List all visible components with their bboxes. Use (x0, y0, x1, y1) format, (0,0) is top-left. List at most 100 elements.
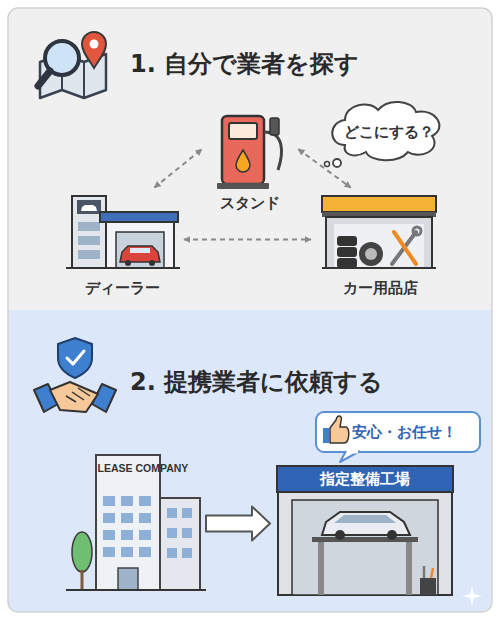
window (182, 548, 192, 558)
node-label: LEASE COMPANY (98, 462, 158, 474)
bottom-panel-ground (8, 310, 492, 612)
office-windows (103, 496, 192, 558)
car-shop-building-part (322, 196, 436, 212)
speech-bubble-part (348, 451, 358, 454)
thought-bubble (325, 102, 440, 167)
service-garage-part (312, 537, 418, 542)
map-search-icon-part (90, 40, 99, 49)
top-panel-ground (8, 8, 492, 310)
speech-bubble-node: 安心・お任せ！ (316, 412, 480, 452)
node-label: カー用品店 (343, 279, 418, 298)
window (121, 547, 133, 557)
node-label: 指定整備工場 (276, 465, 454, 493)
dealer-building-part (100, 212, 178, 222)
gas-pump-part (270, 118, 279, 135)
handshake-shield-icon-part (50, 382, 98, 412)
service-garage-part (335, 530, 345, 540)
dealer-building-part (78, 222, 100, 231)
dashed-arrow (298, 149, 351, 188)
lease-company-building-part (96, 455, 160, 590)
gas-pump-part (236, 150, 250, 172)
window (139, 547, 151, 557)
handshake-shield-icon-part (67, 351, 84, 364)
dealer-building-part (81, 205, 97, 211)
speech-bubble (316, 412, 480, 462)
thought-bubble-part (333, 159, 341, 167)
dealer-building-part (130, 248, 150, 253)
lease-company-building-part (66, 589, 206, 591)
lease-company-building-part (72, 532, 92, 572)
dealer-building-part (66, 267, 180, 269)
dealer-building-part (78, 250, 100, 259)
window (121, 530, 133, 540)
service-garage (278, 491, 452, 595)
handshake-shield-icon-part (58, 338, 92, 378)
dashed-arrow (154, 149, 202, 187)
node-label: 安心・お任せ！ (352, 423, 457, 442)
sparkle (462, 586, 482, 606)
dealer-building-part (116, 232, 164, 268)
speech-bubble-part (323, 428, 329, 443)
thought-bubble-node: どこにする？ (335, 103, 443, 161)
car-shop-building-part (322, 267, 436, 269)
handshake-shield-icon-part (66, 388, 90, 402)
thought-bubble-part (332, 102, 439, 160)
node-label: ディーラー (85, 279, 160, 298)
car-shop-building-part (394, 232, 416, 264)
dealer-building-part (125, 260, 131, 266)
service-garage-part (420, 578, 436, 595)
dealer-building-part (72, 196, 106, 268)
lease-company-node: LEASE COMPANY (65, 455, 200, 592)
section-title: 2. 提携業者に依頼する (130, 366, 383, 398)
gas-pump-part (229, 123, 257, 139)
window (139, 530, 151, 540)
gas-pump-part (222, 116, 264, 184)
speech-bubble-part (340, 451, 360, 462)
dealer-building-part (120, 246, 160, 262)
car-shop-building-part (359, 242, 383, 266)
service-garage-part (292, 500, 438, 595)
car-shop-building-part (337, 236, 357, 246)
car-shop-building (322, 196, 436, 268)
garage-node: 指定整備工場 (276, 465, 454, 595)
car-shop-node: カー用品店 (315, 190, 445, 300)
dealer-building (66, 196, 180, 268)
lease-company-building-part (118, 568, 138, 590)
window (139, 513, 151, 523)
service-garage-part (431, 568, 433, 578)
map-search-icon-part (82, 32, 106, 68)
map-search-icon-part (38, 71, 50, 86)
speech-bubble-part (316, 412, 480, 452)
window (103, 530, 115, 540)
car-shop-building-part (337, 258, 357, 268)
lease-company-building-part (81, 570, 84, 590)
section-panel: 1. 自分で業者を探すスタンド どこにする？ ディーラー カー用品店 (8, 8, 492, 310)
gas-pump (217, 116, 281, 189)
map-search-icon-part (83, 62, 85, 98)
service-garage-part (318, 540, 324, 595)
speech-bubble-part (330, 416, 349, 443)
node-label: スタンド (220, 194, 280, 213)
car-shop-building-part (413, 227, 421, 235)
car-shop-building-part (392, 232, 416, 264)
window (139, 496, 151, 506)
dealer-building-part (106, 222, 174, 268)
window (167, 548, 177, 558)
service-garage-part (406, 540, 412, 595)
dealer-building-part (149, 260, 155, 266)
gas-pump-part (264, 132, 281, 170)
window (121, 496, 133, 506)
handshake-shield-icon (34, 338, 116, 412)
window (103, 496, 115, 506)
window (167, 528, 177, 538)
dealer-building-part (77, 200, 101, 214)
card-border (8, 8, 492, 612)
service-garage-part (322, 512, 410, 535)
window (182, 528, 192, 538)
node-label: どこにする？ (344, 123, 434, 142)
section-title: 1. 自分で業者を探す (130, 48, 359, 80)
dashed-arrow (184, 239, 311, 241)
block-arrow (206, 507, 270, 541)
window (167, 508, 177, 518)
